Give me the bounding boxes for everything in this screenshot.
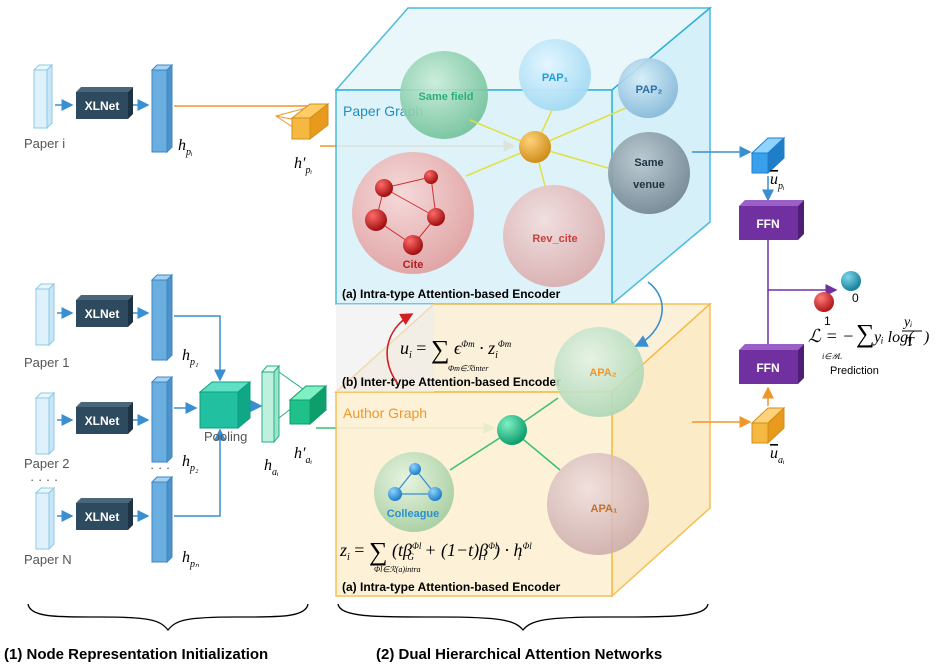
apa1-label: APA₁ <box>591 503 618 515</box>
author-encoder-label: (a) Intra-type Attention-based Encoder <box>342 580 561 594</box>
h-pi-vector <box>150 63 174 154</box>
inter-formula: ui = ∑ ϵΦm · ziΦm <box>400 335 512 364</box>
cross-cube-arrow <box>634 281 664 347</box>
paper-n-label: Paper N <box>24 552 72 567</box>
same-venue-label-2: venue <box>633 179 665 191</box>
prediction-node-1 <box>814 292 834 312</box>
paper-center-node <box>519 131 551 163</box>
node-pap2 <box>618 58 678 118</box>
paper-n-vector <box>35 492 50 550</box>
pap1-label: PAP₁ <box>542 72 569 84</box>
node-same-field <box>400 51 488 139</box>
h-p1-symbol: hp₁ <box>182 347 198 368</box>
horizontal-dots: · · · <box>150 460 170 475</box>
h-pn-symbol: hpₙ <box>182 549 200 570</box>
ffn-top-block: FFN <box>739 200 804 240</box>
rev-cite-label: Rev_cite <box>532 233 577 245</box>
inter-sum-subscript: Φm∈ℛinter <box>448 364 489 373</box>
svg-text:∑: ∑ <box>856 319 875 348</box>
h-pi-symbol: hpᵢ <box>178 137 193 158</box>
h-prime-ai-vector <box>288 384 328 426</box>
paper-2-vector <box>35 397 50 455</box>
same-venue-label-1: Same <box>634 157 663 169</box>
left-brace <box>27 603 309 632</box>
xlnet-block-1: XLNet <box>76 295 133 327</box>
ffn-bottom-label: FFN <box>756 361 779 375</box>
xlnet-block-top: XLNet <box>76 87 133 119</box>
prediction-node-0 <box>841 271 861 291</box>
same-field-label: Same field <box>418 91 473 103</box>
xlnet-label-1: XLNet <box>85 307 120 321</box>
loss-frac-den: T <box>906 335 915 350</box>
xlnet-label-n: XLNet <box>85 510 120 524</box>
h-p1-vector <box>150 273 174 362</box>
loss-frac-num: yᵢ <box>902 315 912 330</box>
caption-right: (2) Dual Hierarchical Attention Networks <box>376 646 662 663</box>
prediction-label-1: 1 <box>824 314 831 328</box>
paper-encoder-label: (a) Intra-type Attention-based Encoder <box>342 287 561 301</box>
pooling-block <box>198 380 252 430</box>
node-rev-cite <box>503 185 605 287</box>
paper-1-label: Paper 1 <box>24 355 70 370</box>
node-same-venue <box>608 132 690 214</box>
node-apa1 <box>547 453 649 555</box>
loss-close: ) <box>923 329 929 346</box>
author-center-node <box>497 415 527 445</box>
loss-lhs: ℒ = − <box>808 326 854 346</box>
apa2-label: APA₂ <box>589 367 616 379</box>
cite-subgraph <box>365 170 445 255</box>
inter-type-band: (b) Inter-type Attention-based Encoder u… <box>336 304 561 392</box>
prediction-caption: Prediction <box>830 365 879 377</box>
paper-1-vector <box>35 288 50 346</box>
right-brace <box>337 603 709 632</box>
loss-formula: ℒ = − ∑ i∈𝒴L yᵢ log( yᵢ T ) <box>808 315 929 361</box>
xlnet-block-2: XLNet <box>76 402 133 434</box>
h-p2-symbol: hp₂ <box>182 453 199 474</box>
loss-body: yᵢ log( <box>872 329 915 346</box>
node-colleague <box>374 452 454 532</box>
h-prime-ai-symbol: h′aᵢ <box>294 445 313 466</box>
u-ai-symbol: uaᵢ <box>770 445 785 466</box>
inter-encoder-label: (b) Inter-type Attention-based Encoder <box>342 375 561 389</box>
pap2-label: PAP₂ <box>636 84 663 96</box>
prediction-label-0: 0 <box>852 291 859 305</box>
paper-2-label: Paper 2 <box>24 456 70 471</box>
author-branch: Paper 1 XLNet hp₁ Paper 2 · · · · XLNet <box>24 273 496 570</box>
colleague-subgraph <box>388 463 442 501</box>
u-pi-symbol: upᵢ <box>770 171 785 192</box>
xlnet-label-2: XLNet <box>85 414 120 428</box>
vertical-dots: · · · · <box>30 472 58 487</box>
right-side: upᵢ FFN uaᵢ FFN 0 1 ℒ = − <box>692 136 929 466</box>
author-graph-title: Author Graph <box>343 405 427 421</box>
paper-i-vector <box>33 69 48 129</box>
paper-i-label: Paper i <box>24 136 65 151</box>
node-pap1 <box>519 39 591 111</box>
h-prime-pi-symbol: h′pᵢ <box>294 155 313 176</box>
h-pn-vector <box>150 475 174 564</box>
xlnet-block-n: XLNet <box>76 498 133 530</box>
pooling-label: Pooling <box>204 429 247 444</box>
caption-left: (1) Node Representation Initialization <box>4 646 268 663</box>
h-ai-symbol: haᵢ <box>264 457 279 478</box>
ffn-top-label: FFN <box>756 217 779 231</box>
paper-i-branch: Paper i XLNet hpᵢ h′pᵢ <box>24 63 516 176</box>
u-pi-vector <box>750 136 786 175</box>
xlnet-label-top: XLNet <box>85 99 120 113</box>
loss-sum-subscript: i∈𝒴L <box>822 352 842 361</box>
ffn-bottom-block: FFN <box>739 344 804 384</box>
h-ai-vector <box>260 364 281 444</box>
h-p2-vector <box>150 375 174 464</box>
h-prime-pi-vector <box>274 102 330 141</box>
colleague-label: Colleague <box>387 508 440 520</box>
cite-label: Cite <box>403 259 424 271</box>
node-apa2 <box>554 327 644 417</box>
u-ai-vector <box>750 406 786 445</box>
paper-graph-nodes: Same field PAP₁ PAP₂ Same venue Rev_cite… <box>352 39 690 287</box>
intra-sum-subscript: Φl∈ℛ(a)intra <box>374 565 421 574</box>
